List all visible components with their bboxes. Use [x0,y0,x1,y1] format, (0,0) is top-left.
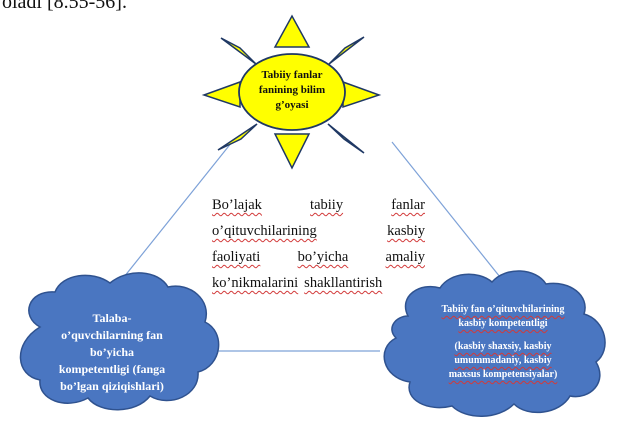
cloud-right-detail-line: maxsus kompetensiyalar) [448,369,558,380]
center-word: ko’nikmalarini [212,275,299,291]
cloud-left-line: bo’yicha [89,345,134,359]
cloud-left [19,272,220,411]
cloud-left-label: Talaba- o’quvchilarning fan bo’yicha kom… [22,310,202,395]
sun-rays [201,14,382,170]
center-text-line: ko’nikmalarini shakllantirish [212,270,425,296]
center-word: amaliy [385,249,425,265]
sun-label-line: Tabiiy fanlar [261,69,323,81]
center-word: Bo’lajak [212,197,262,213]
sun-label-line: fanining bilim [258,84,326,96]
center-word: kasbiy [387,223,425,239]
cloud-right-title-line: kasbiy kompetentligi [458,318,548,329]
center-text-line: Bo’lajak tabiiy fanlar [212,192,425,218]
sun-ray-bottom-right [327,123,365,154]
sun-ray-bottom-left [217,123,258,151]
connector-right [391,141,513,293]
center-text-line: o’qituvchilarining kasbiy [212,218,425,244]
cloud-left-line: kompetentligi (fanga [58,362,166,376]
center-word: fanlar [391,197,425,213]
cloud-right-title-line: Tabiiy fan o’qituvchilarining [441,304,565,315]
cloud-left-line: o’quvchilarning fan [61,328,163,342]
sun-ray-top [273,14,311,48]
sun-ray-bottom [273,133,311,170]
cloud-right [383,270,606,417]
center-word: o’qituvchilarining [212,223,317,239]
connector-left [111,141,233,293]
cloud-right-detail-line: (kasbiy shaxsiy, kasbiy [454,341,552,352]
sun-label-line: g’oyasi [275,99,309,111]
sun-ray-top-right [328,36,365,65]
cloud-right-label: Tabiiy fan o’qituvchilarining kasbiy kom… [405,303,601,382]
cloud-left-line: Talaba- [92,311,132,325]
center-text: Bo’lajak tabiiy fanlar o’qituvchilarinin… [212,192,425,296]
center-word: faoliyati [212,249,261,265]
sun-core [238,53,346,131]
center-word: bo’yicha [297,249,349,265]
sun-ray-top-left [220,37,257,65]
top-text: oladi [8.55-56]. [2,0,127,13]
sun-ray-left [201,80,241,109]
center-word: tabiiy [310,197,344,213]
cloud-left-line: bo’lgan qiziqishlari) [60,379,164,393]
center-text-line: faoliyati bo’yicha amaliy [212,244,425,270]
sun-ray-right [342,80,382,109]
center-word: shakllantirish [304,275,383,291]
sun-label: Tabiiy fanlar fanining bilim g’oyasi [238,68,346,113]
cloud-right-detail-line: umummadaniy, kasbiy [454,355,552,366]
